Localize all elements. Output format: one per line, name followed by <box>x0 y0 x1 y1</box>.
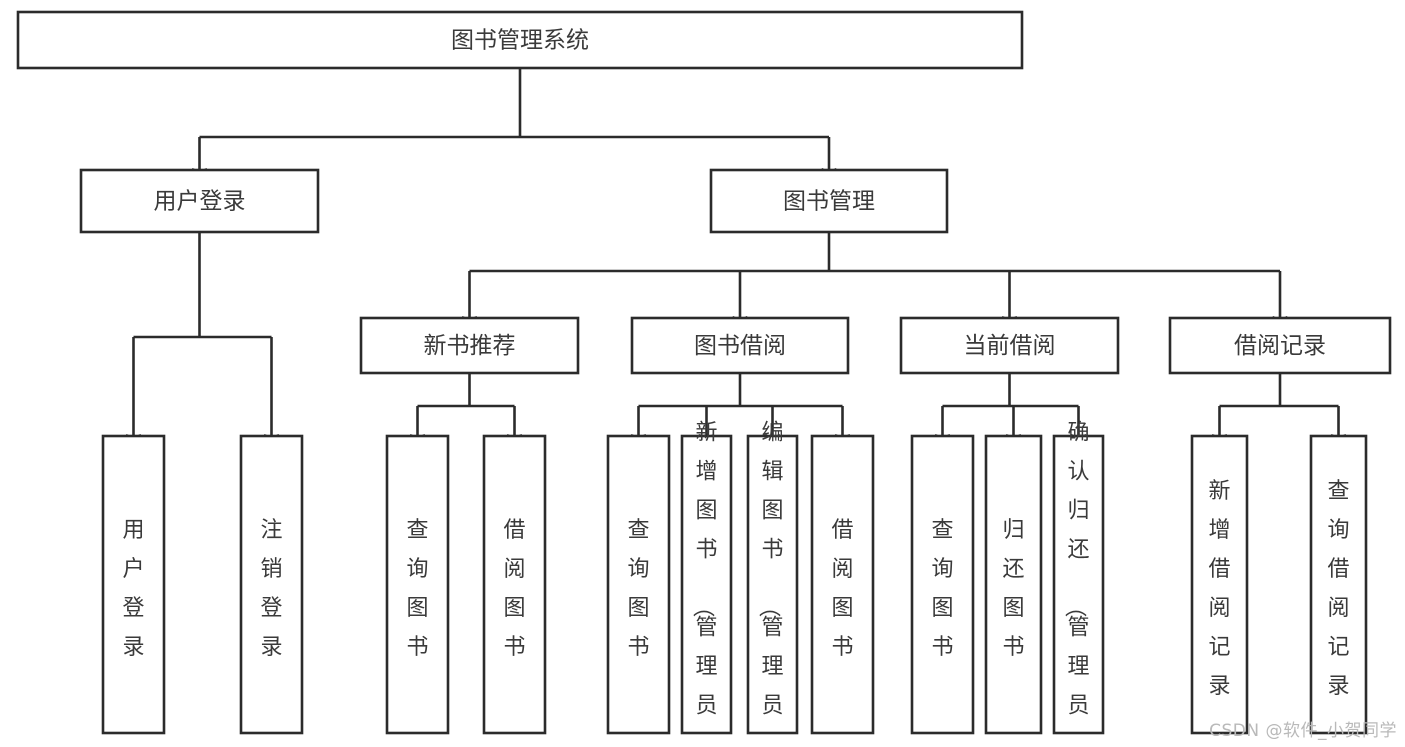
node-current-borrow[interactable]: 当前借阅 <box>899 316 1120 375</box>
leaf-label: 查询图书 <box>627 518 649 660</box>
leaf-leaf-edit-book[interactable]: 编辑图书（管理员） <box>746 420 799 747</box>
leaf-label: 查询图书 <box>931 518 953 660</box>
leaf-label: 新增图书（管理员） <box>689 420 717 747</box>
node-box <box>1168 316 1392 375</box>
node-label: 图书管理系统 <box>451 28 589 54</box>
node-box <box>899 316 1120 375</box>
node-box <box>79 168 320 234</box>
leaf-leaf-borrow-book-1[interactable]: 借阅图书 <box>482 434 547 735</box>
leaf-box <box>1052 434 1105 735</box>
leaf-leaf-query-record[interactable]: 查询借阅记录 <box>1309 434 1368 735</box>
leaf-leaf-return-book[interactable]: 归还图书 <box>984 434 1043 735</box>
node-label: 新书推荐 <box>424 333 516 359</box>
leaf-leaf-query-book-2[interactable]: 查询图书 <box>606 434 671 735</box>
leaf-leaf-confirm-return[interactable]: 确认归还（管理员） <box>1052 420 1105 747</box>
leaf-leaf-add-book[interactable]: 新增图书（管理员） <box>680 420 733 747</box>
node-borrow-record[interactable]: 借阅记录 <box>1168 316 1392 375</box>
leaf-leaf-borrow-book-2[interactable]: 借阅图书 <box>810 434 875 735</box>
node-book-borrow[interactable]: 图书借阅 <box>630 316 850 375</box>
leaf-box <box>101 434 166 735</box>
leaf-box <box>1190 434 1249 735</box>
node-label: 用户登录 <box>154 189 246 215</box>
leaf-label: 新增借阅记录 <box>1208 479 1230 699</box>
leaf-label: 查询借阅记录 <box>1327 479 1349 699</box>
leaf-box <box>746 434 799 735</box>
node-box <box>16 10 1024 70</box>
leaf-label: 查询图书 <box>406 518 428 660</box>
leaf-label: 注销登录 <box>260 518 282 660</box>
leaf-box <box>910 434 975 735</box>
leaf-box <box>482 434 547 735</box>
leaf-box <box>680 434 733 735</box>
node-root[interactable]: 图书管理系统 <box>16 10 1024 70</box>
leaf-leaf-user-logout[interactable]: 注销登录 <box>239 434 304 735</box>
leaf-label: 编辑图书（管理员） <box>755 420 783 747</box>
leaf-box <box>606 434 671 735</box>
leaf-label: 确认归还（管理员） <box>1061 420 1089 747</box>
leaf-label: 用户登录 <box>122 518 144 660</box>
leaf-box <box>810 434 875 735</box>
node-new-book-recommend[interactable]: 新书推荐 <box>359 316 580 375</box>
node-box <box>630 316 850 375</box>
node-label: 图书借阅 <box>694 333 786 359</box>
node-user-login[interactable]: 用户登录 <box>79 168 320 234</box>
leaf-box <box>239 434 304 735</box>
leaf-box <box>1309 434 1368 735</box>
edges-layer <box>126 68 1346 448</box>
leaf-label: 借阅图书 <box>831 518 853 660</box>
leaf-box <box>984 434 1043 735</box>
leaf-box <box>385 434 450 735</box>
node-box <box>709 168 949 234</box>
nodes-layer: 图书管理系统用户登录图书管理用户登录注销登录新书推荐查询图书借阅图书图书借阅查询… <box>16 10 1392 747</box>
node-book-manage[interactable]: 图书管理 <box>709 168 949 234</box>
node-box <box>359 316 580 375</box>
node-label: 借阅记录 <box>1234 333 1326 359</box>
leaf-label: 借阅图书 <box>503 518 525 660</box>
leaf-label: 归还图书 <box>1002 518 1024 660</box>
node-label: 当前借阅 <box>964 333 1056 359</box>
leaf-leaf-query-book-1[interactable]: 查询图书 <box>385 434 450 735</box>
leaf-leaf-query-book-3[interactable]: 查询图书 <box>910 434 975 735</box>
leaf-leaf-user-login[interactable]: 用户登录 <box>101 434 166 735</box>
leaf-leaf-add-record[interactable]: 新增借阅记录 <box>1190 434 1249 735</box>
node-label: 图书管理 <box>783 189 875 215</box>
